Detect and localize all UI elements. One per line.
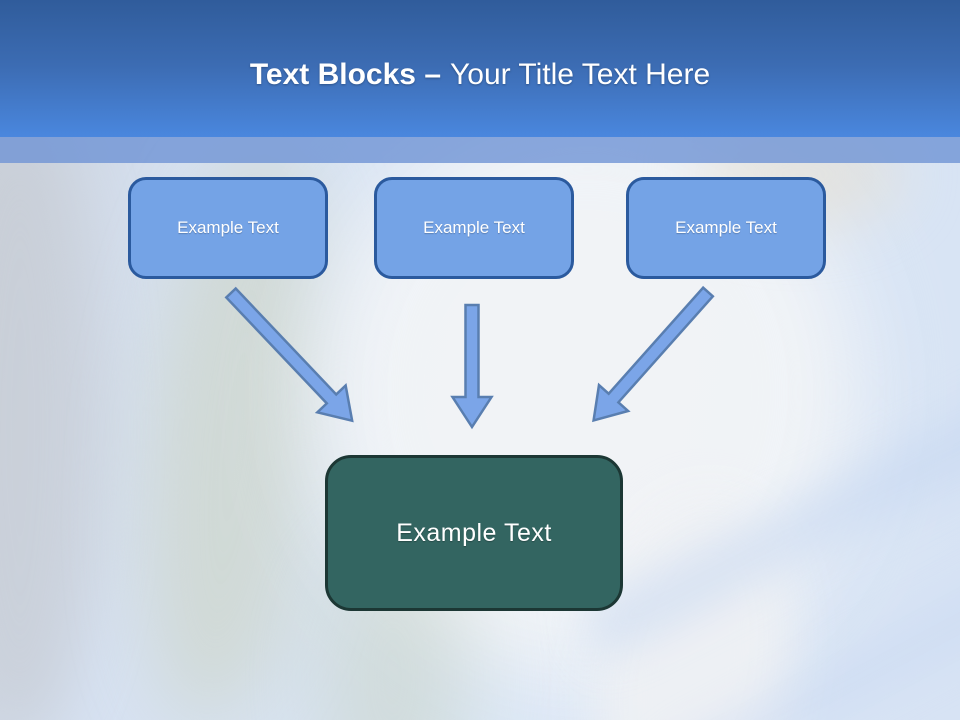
header-accent-band: [0, 137, 960, 163]
result-block[interactable]: Example Text: [325, 455, 623, 611]
background-gray-streak: [0, 137, 100, 720]
text-block-1-label: Example Text: [177, 218, 279, 237]
text-block-3-label: Example Text: [675, 218, 777, 237]
slide-header: Text Blocks –Your Title Text Here: [0, 0, 960, 137]
text-block-2[interactable]: Example Text: [374, 177, 574, 279]
page-title-regular: Your Title Text Here: [450, 57, 711, 91]
text-block-2-label: Example Text: [423, 218, 525, 237]
text-block-3[interactable]: Example Text: [626, 177, 826, 279]
text-block-1[interactable]: Example Text: [128, 177, 328, 279]
page-title: Text Blocks –Your Title Text Here: [250, 46, 710, 92]
result-block-label: Example Text: [396, 518, 552, 547]
page-title-bold: Text Blocks –: [249, 57, 442, 91]
